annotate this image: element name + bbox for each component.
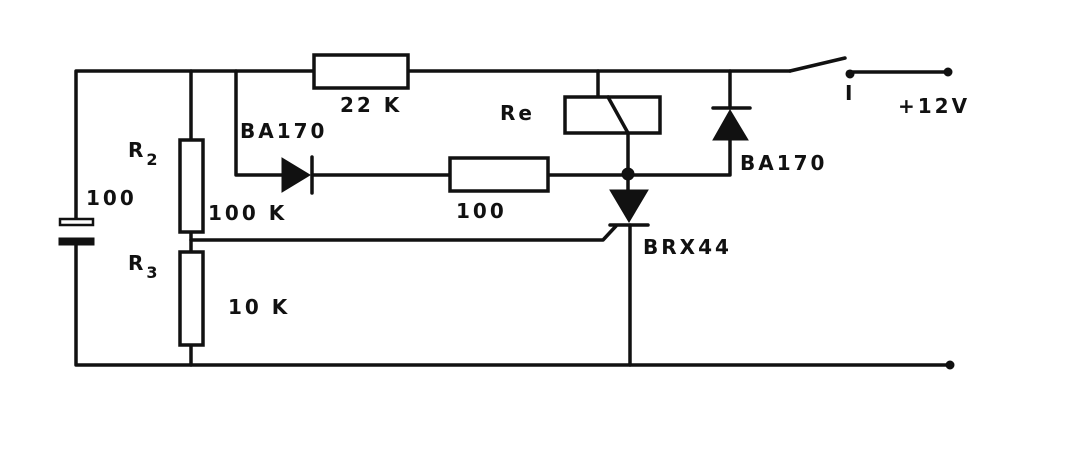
thyristor xyxy=(608,189,650,227)
resistor-r2 xyxy=(178,138,205,234)
r2-name: R2 xyxy=(128,138,158,169)
r2-value: 100 K xyxy=(208,201,287,225)
resistor-22k xyxy=(312,53,410,90)
r100-value: 100 xyxy=(456,199,507,223)
wires xyxy=(74,69,952,367)
switch-label: I xyxy=(845,81,855,105)
capacitor xyxy=(58,217,95,246)
switch xyxy=(788,56,855,79)
junction-dot xyxy=(621,167,635,181)
diode-right xyxy=(711,106,752,141)
relay-coil xyxy=(563,95,662,135)
r3-value: 10 K xyxy=(228,295,290,319)
resistor-100 xyxy=(448,156,550,193)
relay-label: Re xyxy=(500,101,535,125)
diode-left-label: BA170 xyxy=(240,119,327,143)
supply-label: +12V xyxy=(898,94,970,118)
thyristor-label: BRX44 xyxy=(643,235,732,259)
r22k-value: 22 K xyxy=(340,93,402,117)
supply-terminal xyxy=(943,67,953,77)
diode-right-label: BA170 xyxy=(740,151,827,175)
ground-terminal xyxy=(945,360,955,370)
diode-left xyxy=(281,155,314,195)
resistor-r3 xyxy=(178,250,205,347)
r3-name: R3 xyxy=(128,251,158,282)
capacitor-value: 100 xyxy=(86,186,137,210)
